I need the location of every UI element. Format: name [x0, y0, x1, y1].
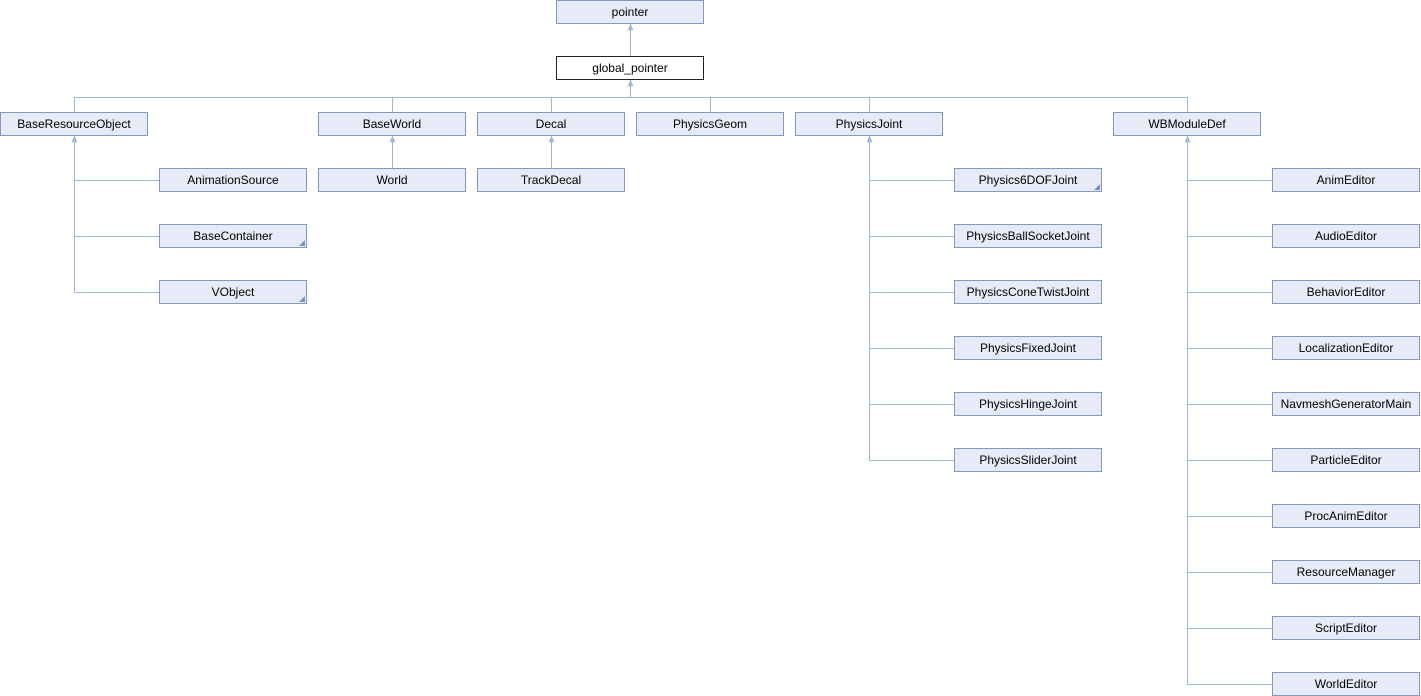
- node-behavior-editor[interactable]: BehaviorEditor: [1272, 280, 1420, 304]
- node-physics-geom[interactable]: PhysicsGeom: [636, 112, 784, 136]
- node-physics-slider-joint[interactable]: PhysicsSliderJoint: [954, 448, 1102, 472]
- node-world-editor[interactable]: WorldEditor: [1272, 672, 1420, 696]
- node-track-decal[interactable]: TrackDecal: [477, 168, 625, 192]
- node-decal[interactable]: Decal: [477, 112, 625, 136]
- node-script-editor[interactable]: ScriptEditor: [1272, 616, 1420, 640]
- node-vobject[interactable]: VObject: [159, 280, 307, 304]
- node-animation-source[interactable]: AnimationSource: [159, 168, 307, 192]
- node-audio-editor[interactable]: AudioEditor: [1272, 224, 1420, 248]
- node-resource-manager[interactable]: ResourceManager: [1272, 560, 1420, 584]
- node-navmesh-generator-main[interactable]: NavmeshGeneratorMain: [1272, 392, 1420, 416]
- node-physics-hinge-joint[interactable]: PhysicsHingeJoint: [954, 392, 1102, 416]
- node-localization-editor[interactable]: LocalizationEditor: [1272, 336, 1420, 360]
- node-physics-cone-twist-joint[interactable]: PhysicsConeTwistJoint: [954, 280, 1102, 304]
- node-global-pointer: global_pointer: [556, 56, 704, 80]
- node-physics-ball-socket-joint[interactable]: PhysicsBallSocketJoint: [954, 224, 1102, 248]
- node-proc-anim-editor[interactable]: ProcAnimEditor: [1272, 504, 1420, 528]
- node-base-resource-object[interactable]: BaseResourceObject: [0, 112, 148, 136]
- node-base-world[interactable]: BaseWorld: [318, 112, 466, 136]
- node-anim-editor[interactable]: AnimEditor: [1272, 168, 1420, 192]
- node-physics-joint[interactable]: PhysicsJoint: [795, 112, 943, 136]
- node-physics-6dof-joint[interactable]: Physics6DOFJoint: [954, 168, 1102, 192]
- node-base-container[interactable]: BaseContainer: [159, 224, 307, 248]
- node-world[interactable]: World: [318, 168, 466, 192]
- node-physics-fixed-joint[interactable]: PhysicsFixedJoint: [954, 336, 1102, 360]
- node-wb-module-def[interactable]: WBModuleDef: [1113, 112, 1261, 136]
- node-pointer[interactable]: pointer: [556, 0, 704, 24]
- node-particle-editor[interactable]: ParticleEditor: [1272, 448, 1420, 472]
